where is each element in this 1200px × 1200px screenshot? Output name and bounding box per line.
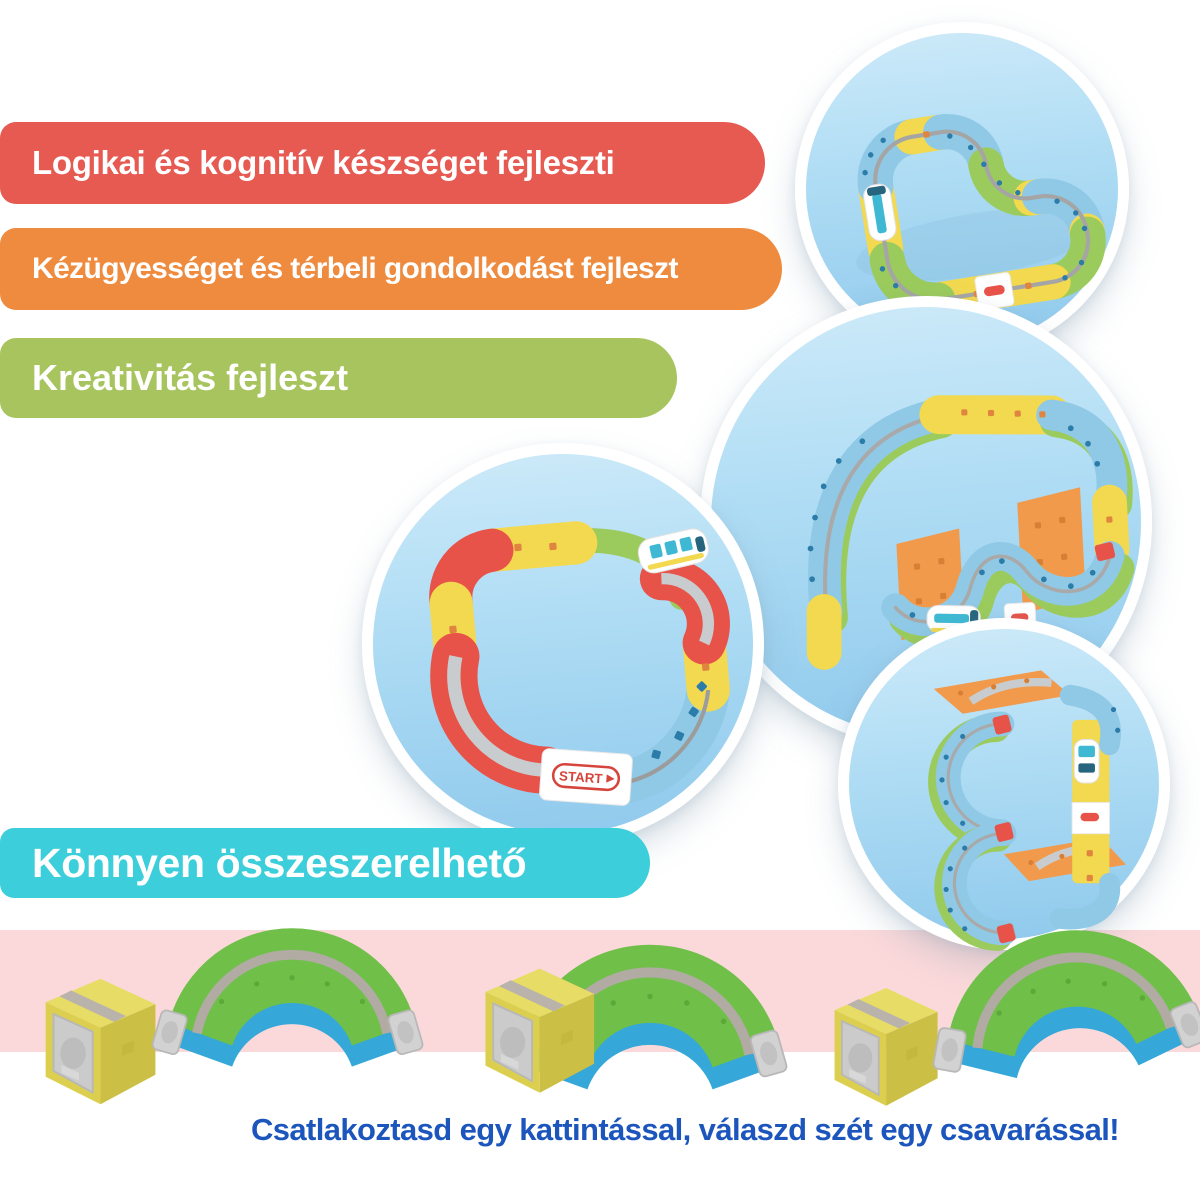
track-pieces-strip	[44, 905, 1200, 1107]
banner-creativity: Kreativitás fejleszt	[0, 338, 677, 418]
banner-assembly: Könnyen összeszerelhető	[0, 828, 650, 898]
train-icon	[637, 528, 710, 574]
track-piece-curve-1	[151, 928, 423, 1066]
train-icon	[863, 183, 897, 242]
track-piece-joined	[484, 945, 787, 1093]
slogan-text: Csatlakoztasd egy kattintással, válaszd …	[250, 1112, 1120, 1147]
photo-circle-vertical-track	[838, 618, 1170, 951]
banner-creativity-label: Kreativitás fejleszt	[32, 357, 349, 398]
start-sticker-label: START	[559, 768, 603, 786]
sticker-block	[1071, 802, 1110, 835]
track-piece-curve-2	[920, 917, 1200, 1087]
start-sticker: START	[539, 748, 633, 806]
photo-circle-oval-track	[795, 22, 1129, 356]
train-icon	[1073, 739, 1100, 784]
banner-logic: Logikai és kognitív készséget fejleszti	[0, 122, 765, 204]
ring-track-illustration: START	[429, 521, 730, 806]
oval-track-illustration	[856, 114, 1106, 318]
banner-logic-label: Logikai és kognitív készséget fejleszti	[32, 144, 615, 181]
track-piece-cube-2	[833, 987, 939, 1107]
start-block	[974, 272, 1015, 311]
track-piece-cube-1	[44, 977, 157, 1106]
vertical-track-illustration	[928, 670, 1126, 951]
banner-dexterity: Kézügyességet és térbeli gondolkodást fe…	[0, 228, 782, 310]
photo-circle-ring-track: START	[362, 443, 764, 845]
banner-assembly-label: Könnyen összeszerelhető	[32, 839, 527, 886]
banner-dexterity-label: Kézügyességet és térbeli gondolkodást fe…	[32, 252, 679, 285]
